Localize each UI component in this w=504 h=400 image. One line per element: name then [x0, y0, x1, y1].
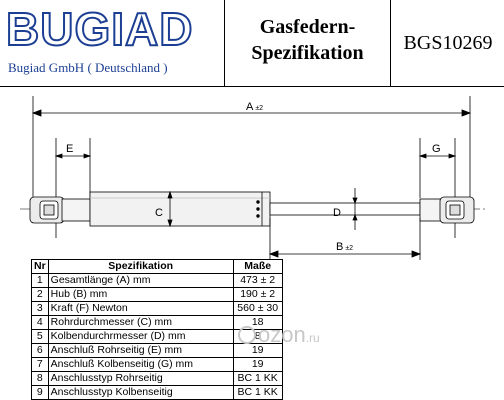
cylinder-tube: [89, 191, 271, 227]
label-g: G: [432, 143, 441, 155]
column-header-spec: Spezifikation: [47, 259, 234, 274]
row-value: 473 ± 2: [232, 273, 283, 288]
row-value: 19: [232, 357, 283, 372]
piston-rod: [269, 202, 421, 216]
document-title: Gasfedern- Spezifikation: [224, 0, 390, 86]
gas-spring-drawing: A±2 E G C: [20, 96, 485, 260]
row-number: 5: [31, 329, 49, 344]
table-row: 7 Anschluß Kolbenseitig (G) mm 19: [31, 357, 283, 372]
row-spec: Anschlusstyp Rohrseitig: [47, 371, 234, 386]
row-spec: Anschlusstyp Kolbenseitig: [47, 385, 234, 400]
label-a: A±2: [246, 101, 263, 113]
row-number: 8: [31, 371, 49, 386]
column-header-nr: Nr: [31, 259, 49, 274]
row-number: 4: [31, 315, 49, 330]
brand-logo-text: BUGIAD: [5, 2, 194, 56]
table-row: 8 Anschlusstyp Rohrseitig BC 1 KK: [31, 371, 283, 386]
row-number: 6: [31, 343, 49, 358]
dimension-b: [268, 218, 422, 260]
table-row: 2 Hub (B) mm 190 ± 2: [31, 287, 283, 302]
logo-cell: BUGIAD Bugiad GmbH ( Deutschland ): [0, 0, 224, 86]
dimension-e: [54, 138, 92, 238]
label-c: C: [155, 207, 163, 219]
header: BUGIAD Bugiad GmbH ( Deutschland ) Gasfe…: [0, 0, 504, 86]
row-value: BC 1 KK: [232, 371, 283, 386]
table-row: 1 Gesamtlänge (A) mm 473 ± 2: [31, 273, 283, 288]
dimension-c: [167, 190, 173, 228]
row-spec: Rohrdurchmesser (C) mm: [47, 315, 234, 330]
row-spec: Kraft (F) Newton: [47, 301, 234, 316]
row-number: 2: [31, 287, 49, 302]
watermark-suffix: .ru: [305, 331, 320, 345]
row-value: BC 1 KK: [232, 385, 283, 400]
column-header-value: Maße: [232, 259, 283, 274]
row-spec: Hub (B) mm: [47, 287, 234, 302]
right-end-fitting: [419, 196, 475, 224]
watermark: ozon.ru: [238, 322, 320, 348]
dimension-a: [31, 96, 472, 198]
header-divider: [0, 86, 504, 87]
row-number: 3: [31, 301, 49, 316]
table-header-row: Nr Spezifikation Maße: [31, 259, 283, 274]
part-number: BGS10269: [390, 0, 504, 86]
table-row: 9 Anschlusstyp Kolbenseitig BC 1 KK: [31, 385, 283, 400]
dimension-d: [352, 188, 358, 230]
row-number: 7: [31, 357, 49, 372]
label-b: B±2: [336, 241, 353, 253]
watermark-logo-icon: [238, 326, 256, 344]
row-value: 560 ± 30: [232, 301, 283, 316]
company-name: Bugiad GmbH ( Deutschland ): [8, 60, 168, 75]
title-line-1: Gasfedern-: [259, 16, 356, 38]
brand-logo: BUGIAD: [5, 2, 194, 56]
row-value: 190 ± 2: [232, 287, 283, 302]
title-line-2: Spezifikation: [251, 42, 364, 64]
row-number: 1: [31, 273, 49, 288]
row-number: 9: [31, 385, 49, 400]
table-row: 3 Kraft (F) Newton 560 ± 30: [31, 301, 283, 316]
left-end-fitting: [29, 196, 91, 224]
row-spec: Anschluß Kolbenseitig (G) mm: [47, 357, 234, 372]
specification-table: Nr Spezifikation Maße 1 Gesamtlänge (A) …: [31, 259, 283, 400]
label-d: D: [333, 207, 341, 219]
watermark-text: ozon: [258, 322, 306, 347]
row-spec: Anschluß Rohrseitig (E) mm: [47, 343, 234, 358]
row-spec: Gesamtlänge (A) mm: [47, 273, 234, 288]
label-e: E: [66, 143, 73, 155]
row-spec: Kolbendurchrmesser (D) mm: [47, 329, 234, 344]
